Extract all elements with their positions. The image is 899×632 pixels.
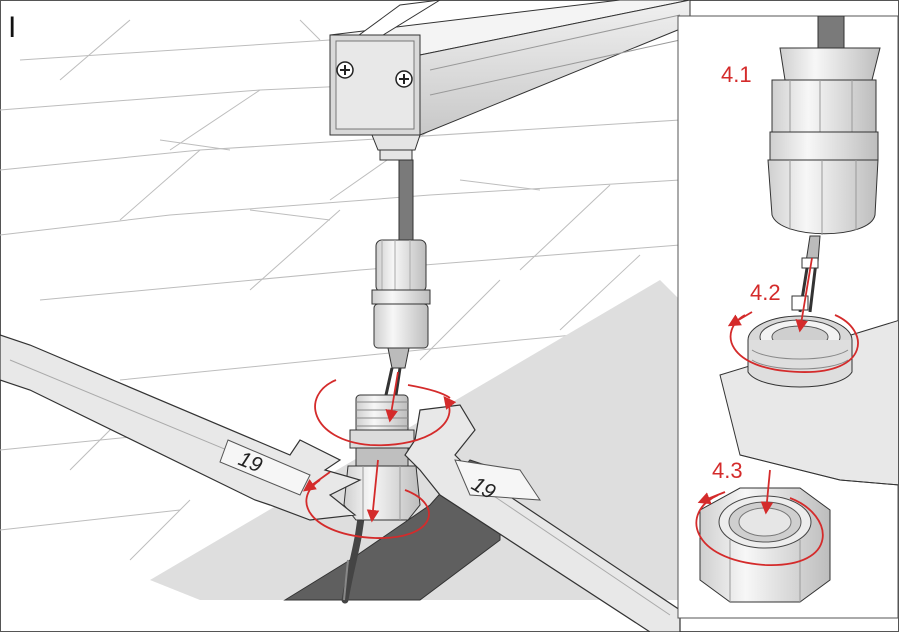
wrench-right — [404, 404, 681, 632]
downward-arrow-icon — [366, 371, 399, 523]
wrench-left — [0, 334, 362, 521]
inset-threaded-part — [747, 315, 853, 388]
detail-inset: 4.1 4.2 4.3 — [677, 15, 899, 619]
step-label: I — [8, 11, 16, 44]
led-profile — [329, 0, 691, 161]
cable-coupling-main — [371, 239, 431, 396]
inset-label-4-1: 4.1 — [721, 62, 752, 87]
screw-icon — [395, 70, 413, 88]
rotation-arrow-icon — [727, 311, 859, 373]
inset-label-4-2: 4.2 — [750, 280, 781, 305]
inset-nut — [699, 487, 831, 603]
luminaire-cable — [398, 159, 414, 243]
inset-coupling — [767, 47, 881, 313]
downward-arrow-icon — [760, 257, 813, 515]
rotation-arrow-icon — [695, 491, 824, 566]
screw-icon — [336, 61, 354, 79]
inset-label-4-3: 4.3 — [712, 458, 743, 483]
rotation-arrow-icon — [302, 471, 430, 539]
rotation-arrow-icon — [314, 379, 457, 447]
